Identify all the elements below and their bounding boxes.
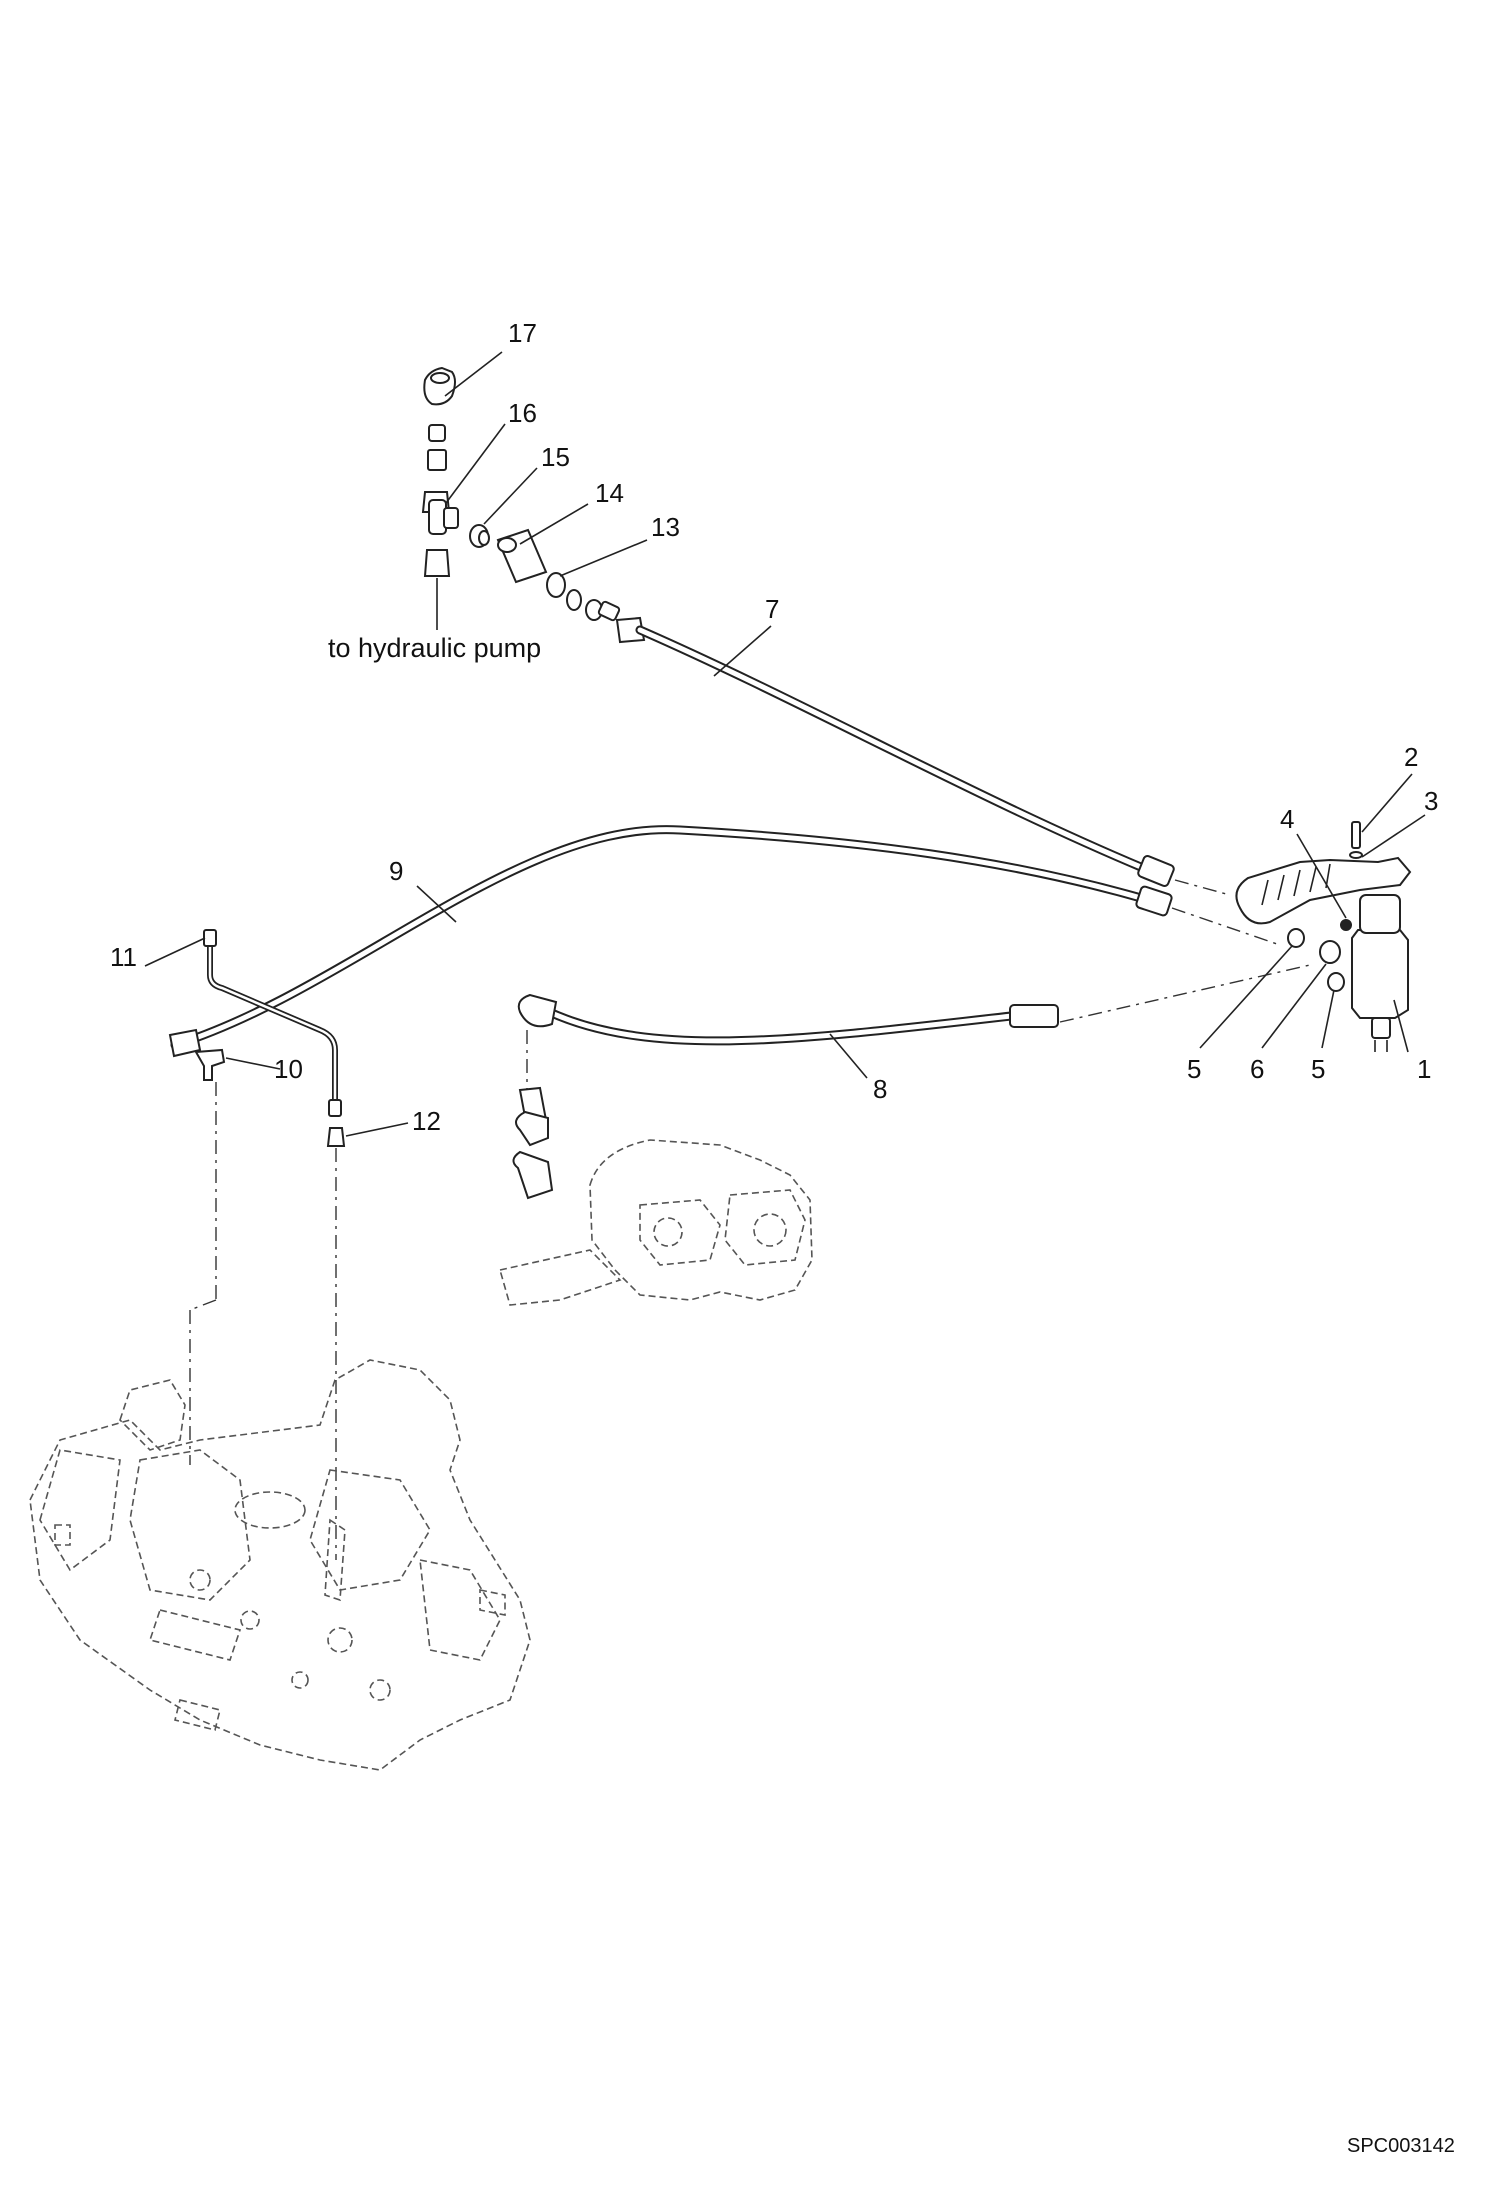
- brake-line-11: [168, 929, 346, 1560]
- callout-2: 2: [1404, 742, 1418, 772]
- callout-1: 1: [1417, 1054, 1431, 1084]
- callout-4: 4: [1280, 804, 1294, 834]
- part-4-pin: [1340, 919, 1352, 931]
- callout-9: 9: [389, 856, 403, 886]
- part-brake-handle: [1235, 856, 1412, 925]
- callout-6: 6: [1250, 1054, 1264, 1084]
- callout-7: 7: [765, 594, 779, 624]
- part-5-fitting-b: [1327, 972, 1345, 992]
- part-10-tee: [194, 1048, 226, 1081]
- callout-15: 15: [541, 442, 570, 472]
- hose-7: [615, 616, 1231, 896]
- hydraulic-pump-ghost: [498, 1086, 813, 1306]
- callout-17: 17: [508, 318, 537, 348]
- drawing-code: SPC003142: [1347, 2135, 1455, 2157]
- hose-8: [517, 964, 1311, 1090]
- callout-10: 10: [274, 1054, 303, 1084]
- part-5-fitting-a: [1287, 928, 1305, 948]
- note-to-hydraulic-pump: to hydraulic pump: [328, 633, 541, 663]
- callout-14: 14: [595, 478, 624, 508]
- brake-valve-assembly: [1235, 821, 1412, 1052]
- part-2-bolt: [1351, 821, 1361, 849]
- callout-16: 16: [508, 398, 537, 428]
- callout-13: 13: [651, 512, 680, 542]
- callout-8: 8: [873, 1074, 887, 1104]
- part-16-nut: [428, 424, 446, 442]
- callouts: 1 2 3 4 5 6 5 7 8 9 10 11 12 13 14 15 16…: [110, 318, 1438, 1136]
- part-6-fitting: [1319, 940, 1341, 964]
- part-13-fitting: [546, 572, 566, 598]
- axle-ghost-assembly: [29, 1359, 531, 1771]
- hose-9: [170, 825, 1281, 1050]
- callout-5-a: 5: [1187, 1054, 1201, 1084]
- part-12-adapter: [326, 1127, 346, 1147]
- part-1-valve-body: [1351, 929, 1409, 1019]
- fitting-assembly-top: [421, 366, 621, 630]
- callout-12: 12: [412, 1106, 441, 1136]
- callout-11: 11: [110, 942, 137, 972]
- leader-lines: [144, 351, 1426, 1137]
- part-3-washer: [1349, 851, 1363, 859]
- callout-3: 3: [1424, 786, 1438, 816]
- callout-5-b: 5: [1311, 1054, 1325, 1084]
